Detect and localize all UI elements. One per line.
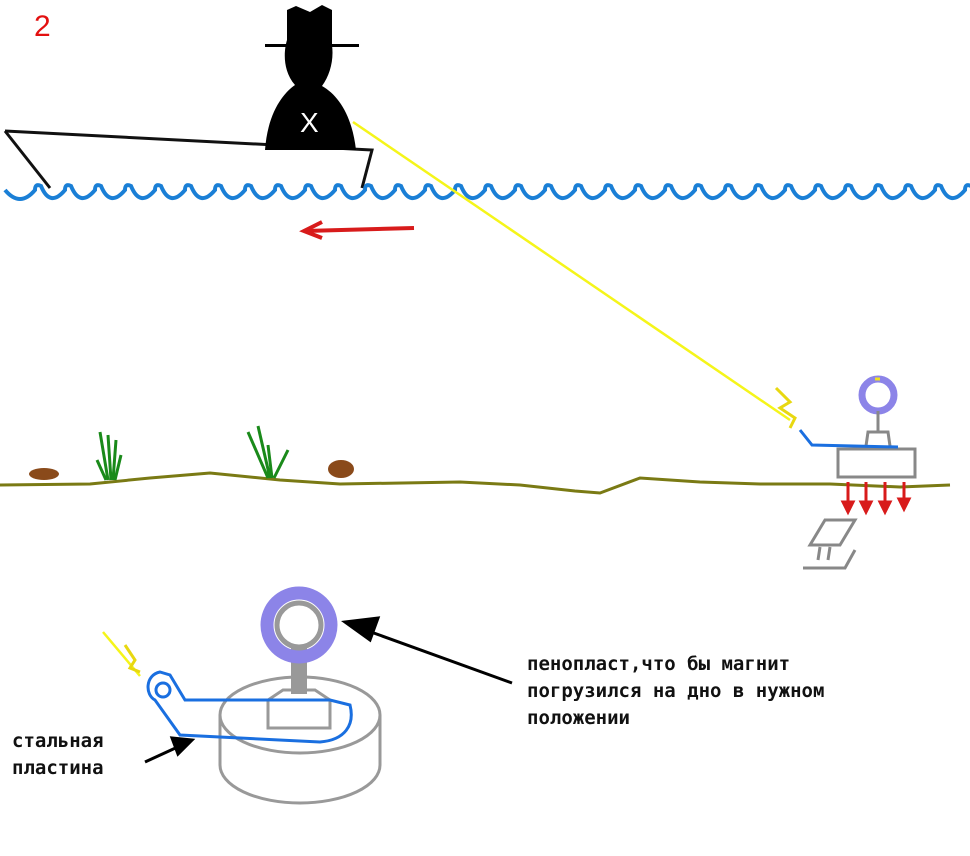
steel-plate-large xyxy=(146,670,353,744)
river-bottom xyxy=(0,471,951,495)
float-note-line-3: положении xyxy=(527,707,630,729)
fisherman-silhouette: X xyxy=(265,5,359,150)
annotation-arrows xyxy=(144,616,513,764)
float-note-line-2: погрузился на дно в нужном xyxy=(527,680,824,702)
hat-brim xyxy=(265,44,359,47)
water-surface xyxy=(3,183,970,201)
plate-note-line-1: стальная xyxy=(12,730,104,752)
rope-line xyxy=(352,120,791,422)
float-ring-large xyxy=(260,586,338,664)
plate-note-line-2: пластина xyxy=(12,757,104,779)
stone xyxy=(328,460,354,478)
grass xyxy=(95,425,290,481)
float-ring xyxy=(858,375,898,415)
magnet-detail xyxy=(102,586,382,805)
magnet-on-bottom xyxy=(798,375,917,570)
float-note-line-1: пенопласт,что бы магнит xyxy=(527,653,790,675)
rope-knot xyxy=(774,386,797,429)
boat xyxy=(3,129,374,189)
boat-direction-arrow xyxy=(299,220,415,240)
magnetic-force-arrows xyxy=(840,482,912,516)
steel-plate xyxy=(798,429,899,449)
stone xyxy=(29,468,59,480)
person-mark: X xyxy=(300,107,319,138)
figure-number: 2 xyxy=(34,10,51,43)
eye-bolt-ring xyxy=(274,600,324,650)
nut xyxy=(266,688,332,730)
iron-rail xyxy=(803,518,858,570)
